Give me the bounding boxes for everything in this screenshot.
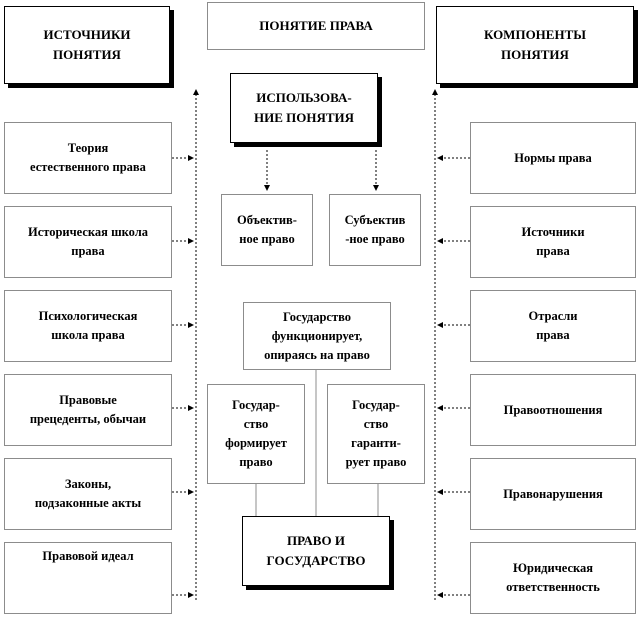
right-arrows: [437, 155, 470, 598]
left-item-natural-law: Теория естественного права: [4, 122, 172, 194]
left-item-precedents: Правовые прецеденты, обычаи: [4, 374, 172, 446]
law-and-state-box: ПРАВО И ГОСУДАРСТВО: [242, 516, 390, 586]
concept-title: ПОНЯТИЕ ПРАВА: [207, 2, 425, 50]
left-arrows: [172, 155, 194, 598]
state-forms-box: Государ- ство формирует право: [207, 384, 305, 484]
left-item-legal-ideal: Правовой идеал: [4, 542, 172, 614]
use-arrows: [264, 150, 379, 191]
state-guarantees-box: Государ- ство гаранти- рует право: [327, 384, 425, 484]
sources-header: ИСТОЧНИКИ ПОНЯТИЯ: [4, 6, 170, 84]
subjective-law-box: Субъектив -ное право: [329, 194, 421, 266]
state-functions-box: Государство функционирует, опираясь на п…: [243, 302, 391, 370]
components-header: КОМПОНЕНТЫ ПОНЯТИЯ: [436, 6, 634, 84]
left-item-psychological-school: Психологическая школа права: [4, 290, 172, 362]
right-item-offences: Правонарушения: [470, 458, 636, 530]
left-item-laws: Законы, подзаконные акты: [4, 458, 172, 530]
right-item-branches: Отрасли права: [470, 290, 636, 362]
right-item-liability: Юридическая ответственность: [470, 542, 636, 614]
right-item-sources: Источники права: [470, 206, 636, 278]
left-item-historical-school: Историческая школа права: [4, 206, 172, 278]
right-item-relations: Правоотношения: [470, 374, 636, 446]
objective-law-box: Объектив- ное право: [221, 194, 313, 266]
use-of-concept-box: ИСПОЛЬЗОВА- НИЕ ПОНЯТИЯ: [230, 73, 378, 143]
right-item-norms: Нормы права: [470, 122, 636, 194]
